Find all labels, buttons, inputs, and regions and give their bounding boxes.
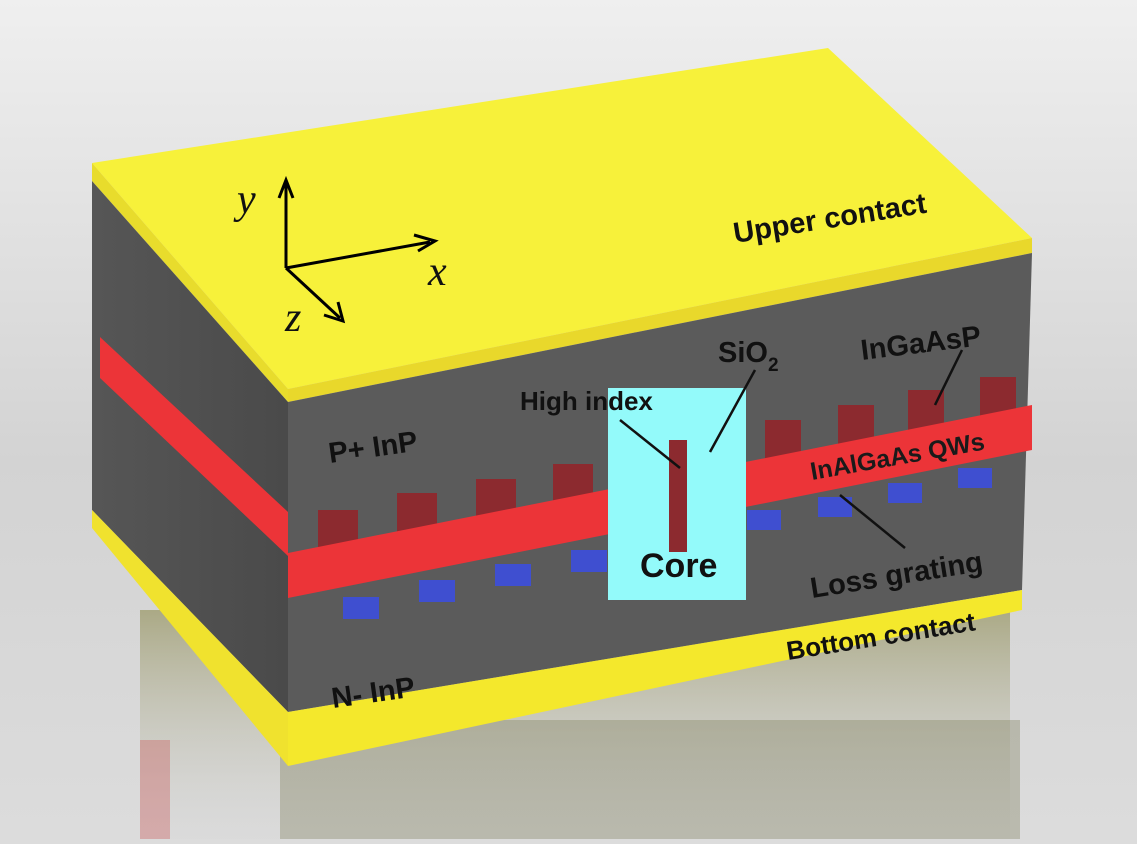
leader-lines bbox=[619, 349, 964, 549]
grating-block bbox=[747, 510, 781, 530]
z-axis-label: z bbox=[284, 295, 301, 341]
grating-block bbox=[958, 468, 992, 488]
grating-block bbox=[888, 483, 922, 503]
sio2-leader bbox=[708, 369, 757, 453]
high-index-label: High index bbox=[520, 386, 653, 416]
y-axis-label: y bbox=[233, 177, 256, 223]
grating-block bbox=[571, 550, 607, 572]
upper-contact-front-edge bbox=[288, 238, 1032, 402]
front-face bbox=[288, 253, 1032, 766]
upper-contact-top bbox=[92, 48, 1032, 389]
z-axis-line bbox=[284, 266, 342, 320]
x-axis-arrowhead bbox=[413, 233, 439, 253]
x-axis-label: x bbox=[427, 249, 447, 295]
coordinate-axes bbox=[277, 175, 439, 324]
upper-contact bbox=[92, 48, 1032, 402]
loss-grating-leader bbox=[839, 494, 906, 549]
core-label: Core bbox=[640, 547, 717, 585]
side-bottom-contact bbox=[92, 510, 288, 766]
sio2-base-text: SiO bbox=[718, 337, 768, 369]
z-axis-arrowhead bbox=[323, 301, 346, 324]
loss-grating-blocks bbox=[343, 468, 992, 619]
grating-block bbox=[818, 497, 852, 517]
front-bottom-contact bbox=[288, 590, 1022, 766]
sio2-subscript: 2 bbox=[768, 355, 779, 376]
high-index-leader bbox=[619, 419, 681, 469]
side-qw-stripe bbox=[100, 337, 288, 556]
high-index-bar bbox=[669, 440, 687, 552]
grating-block bbox=[343, 597, 379, 619]
ingaasp-leader bbox=[933, 349, 964, 406]
grating-block bbox=[419, 580, 455, 602]
side-face bbox=[92, 181, 288, 766]
x-axis-line bbox=[285, 240, 431, 270]
sio2-label: SiO2 bbox=[718, 337, 779, 376]
grating-block bbox=[495, 564, 531, 586]
upper-contact-side-edge bbox=[92, 163, 288, 402]
y-axis-arrowhead bbox=[277, 175, 295, 199]
